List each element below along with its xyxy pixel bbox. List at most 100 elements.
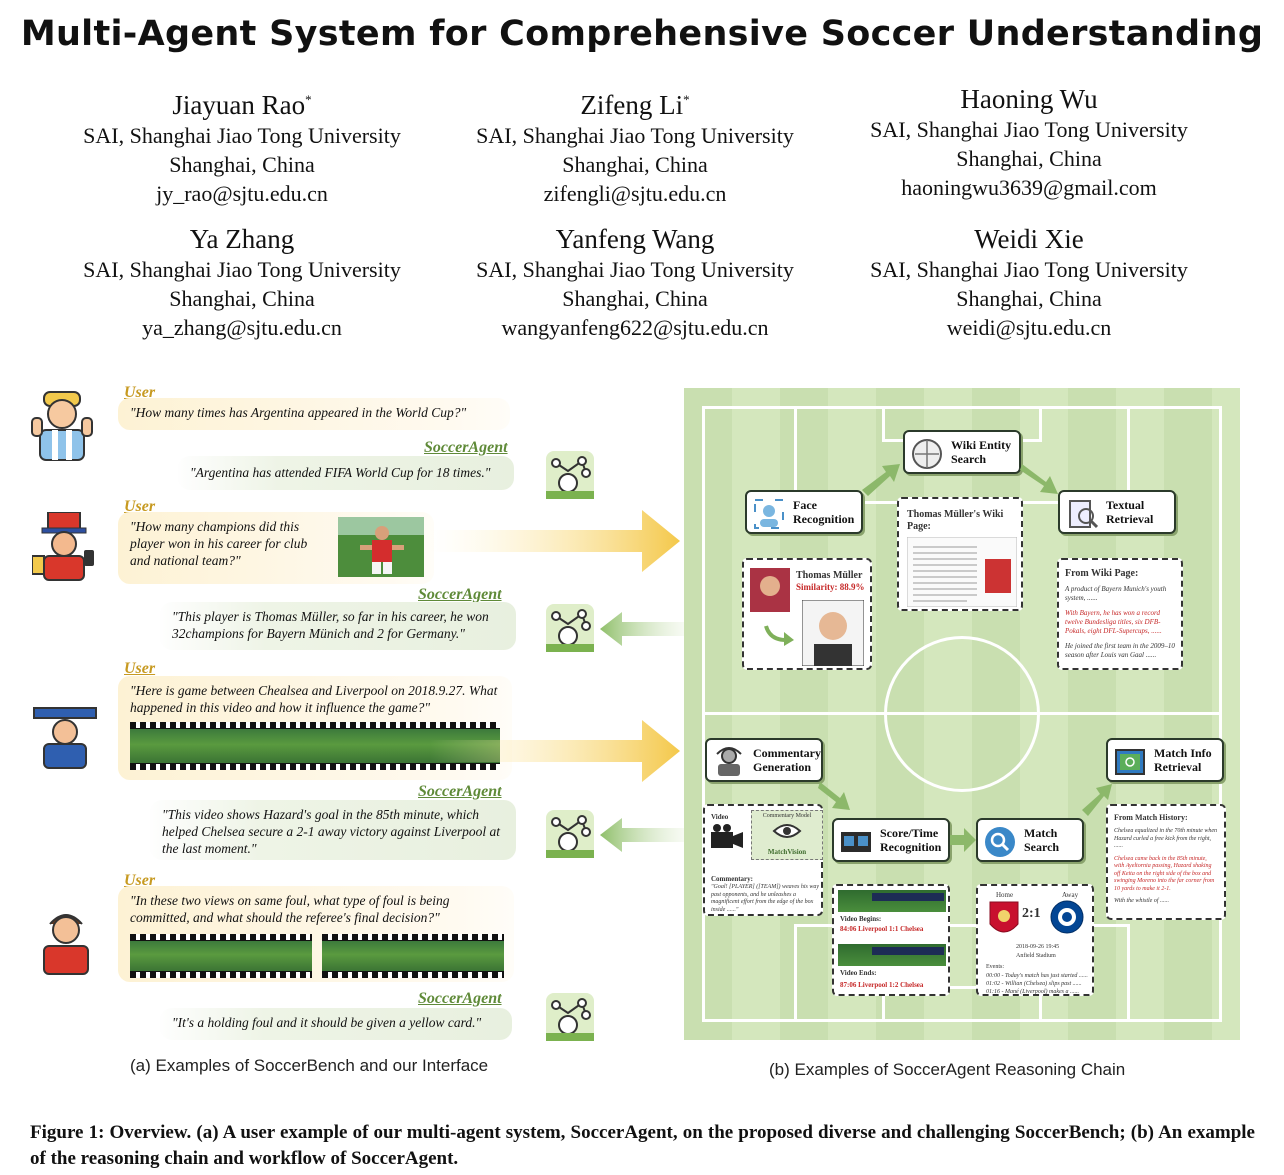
video-filmstrip	[322, 934, 504, 978]
user-label: User	[124, 872, 156, 889]
liverpool-crest-icon	[989, 901, 1019, 933]
scoreboard-icon	[841, 832, 871, 852]
match-history-result: From Match History: Chelsea equalized in…	[1106, 804, 1226, 920]
wiki-entity-search-tool: Wiki Entity Search	[903, 430, 1021, 474]
flow-arrow-icon	[950, 828, 976, 852]
face-scan-icon	[754, 499, 784, 529]
flow-arrow-icon	[818, 782, 850, 810]
magnifier-document-icon	[1069, 500, 1098, 529]
author-name: Weidi Xie	[974, 224, 1084, 254]
author-block: Haoning Wu SAI, Shanghai Jiao Tong Unive…	[829, 84, 1229, 202]
soccer-agent-bot-icon	[546, 993, 594, 1041]
wiki-page-result: Thomas Müller's Wiki Page:	[897, 497, 1023, 611]
author-block: Yanfeng Wang SAI, Shanghai Jiao Tong Uni…	[435, 224, 835, 342]
author-block: Zifeng Li* SAI, Shanghai Jiao Tong Unive…	[435, 84, 835, 208]
author-location: Shanghai, China	[562, 286, 708, 311]
soccer-agent-bot-icon	[546, 604, 594, 652]
retrieved-text-result: From Wiki Page: A product of Bayern Muni…	[1057, 558, 1183, 670]
figure-caption: Figure 1: Overview. (a) A user example o…	[30, 1122, 1255, 1169]
commentary-model-result: Video Commentary Model MatchVision Comme…	[703, 804, 823, 916]
search-icon	[985, 827, 1015, 857]
user-label: User	[124, 384, 156, 401]
user-question-bubble: "How many times has Argentina appeared i…	[118, 398, 510, 430]
score-time-recognition-tool: Score/Time Recognition	[832, 818, 950, 862]
agent-answer-bubble: "This video shows Hazard's goal in the 8…	[150, 800, 516, 860]
agent-label: SoccerAgent	[418, 783, 502, 800]
face-recognition-tool: Face Recognition	[745, 490, 863, 534]
flow-arrow-icon	[862, 464, 900, 496]
wikipedia-globe-icon	[912, 439, 942, 469]
agent-answer-bubble: "This player is Thomas Müller, so far in…	[160, 602, 516, 650]
agent-label: SoccerAgent	[418, 990, 502, 1007]
author-affiliation: SAI, Shanghai Jiao Tong University	[83, 123, 401, 148]
author-affiliation: SAI, Shanghai Jiao Tong University	[870, 117, 1188, 142]
author-email: zifengli@sjtu.edu.cn	[543, 181, 727, 206]
agent-label: SoccerAgent	[424, 439, 508, 456]
face-match-result: Thomas Müller Similarity: 88.9%	[742, 558, 872, 670]
user-label: User	[124, 660, 156, 677]
right-arrow-icon	[430, 510, 680, 572]
match-arrow-icon	[764, 625, 794, 646]
pitch-board-icon	[1115, 749, 1145, 775]
wiki-page-screenshot	[907, 537, 1017, 607]
video-camera-icon	[711, 824, 743, 848]
equal-contrib-mark: *	[683, 92, 690, 107]
commentary-generation-tool: Commentary Generation	[705, 738, 823, 782]
right-arrow-icon	[430, 720, 680, 782]
author-email: ya_zhang@sjtu.edu.cn	[142, 315, 342, 340]
author-name: Ya Zhang	[189, 224, 295, 254]
player-photo-thumbnail	[338, 517, 424, 577]
author-email: jy_rao@sjtu.edu.cn	[156, 181, 328, 206]
author-affiliation: SAI, Shanghai Jiao Tong University	[870, 257, 1188, 282]
flow-arrow-icon	[1020, 464, 1058, 494]
author-affiliation: SAI, Shanghai Jiao Tong University	[476, 257, 794, 282]
author-affiliation: SAI, Shanghai Jiao Tong University	[476, 123, 794, 148]
chelsea-crest-icon	[1050, 900, 1084, 934]
author-name: Haoning Wu	[960, 84, 1098, 114]
author-block: Jiayuan Rao* SAI, Shanghai Jiao Tong Uni…	[42, 84, 442, 208]
agent-label: SoccerAgent	[418, 586, 502, 603]
author-name: Zifeng Li	[580, 90, 684, 120]
matched-face-photo	[802, 600, 864, 666]
author-email: haoningwu3639@gmail.com	[901, 175, 1157, 200]
author-affiliation: SAI, Shanghai Jiao Tong University	[83, 257, 401, 282]
match-search-result: Home Away 2:1 2018-09-26 19:45 Anfield S…	[976, 884, 1094, 996]
subfigure-caption-a: (a) Examples of SoccerBench and our Inte…	[130, 1056, 489, 1075]
author-location: Shanghai, China	[956, 146, 1102, 171]
user-label: User	[124, 498, 156, 515]
match-info-retrieval-tool: Match Info Retrieval	[1106, 738, 1224, 782]
soccer-agent-bot-icon	[546, 451, 594, 499]
flow-arrow-icon	[1082, 784, 1112, 816]
author-name: Yanfeng Wang	[555, 224, 715, 254]
paper-title: Multi-Agent System for Comprehensive Soc…	[20, 14, 1264, 54]
commentator-icon	[716, 747, 742, 776]
match-search-tool: Match Search	[976, 818, 1084, 862]
author-block: Ya Zhang SAI, Shanghai Jiao Tong Univers…	[42, 224, 442, 342]
eye-icon	[772, 824, 802, 838]
author-name: Jiayuan Rao	[172, 90, 306, 120]
author-location: Shanghai, China	[562, 152, 708, 177]
user-avatar-argentina-fan-icon	[31, 391, 93, 461]
author-location: Shanghai, China	[169, 286, 315, 311]
author-email: wangyanfeng622@sjtu.edu.cn	[501, 315, 769, 340]
author-block: Weidi Xie SAI, Shanghai Jiao Tong Univer…	[829, 224, 1229, 342]
author-location: Shanghai, China	[956, 286, 1102, 311]
subfigure-caption-b: (b) Examples of SoccerAgent Reasoning Ch…	[769, 1060, 1126, 1079]
user-avatar-red-fan-icon	[43, 914, 89, 975]
soccer-agent-bot-icon	[546, 810, 594, 858]
video-filmstrip	[130, 934, 312, 978]
agent-answer-bubble: "It's a holding foul and it should be gi…	[160, 1008, 512, 1040]
left-arrow-icon	[600, 612, 684, 646]
agent-answer-bubble: "Argentina has attended FIFA World Cup f…	[178, 456, 514, 490]
score-recognition-result: Video Begins: 84:06 Liverpool 1:1 Chelse…	[832, 884, 950, 996]
query-face-thumbnail	[750, 568, 790, 612]
author-email: weidi@sjtu.edu.cn	[946, 315, 1112, 340]
textual-retrieval-tool: Textual Retrieval	[1058, 490, 1176, 534]
equal-contrib-mark: *	[305, 92, 312, 107]
user-avatar-usa-fan-icon	[32, 512, 94, 581]
user-avatar-chelsea-fan-icon	[33, 707, 97, 769]
author-location: Shanghai, China	[169, 152, 315, 177]
matchvision-model-block: Commentary Model MatchVision	[751, 810, 823, 860]
soccer-pitch-panel	[684, 388, 1240, 1040]
left-arrow-icon	[600, 818, 684, 852]
